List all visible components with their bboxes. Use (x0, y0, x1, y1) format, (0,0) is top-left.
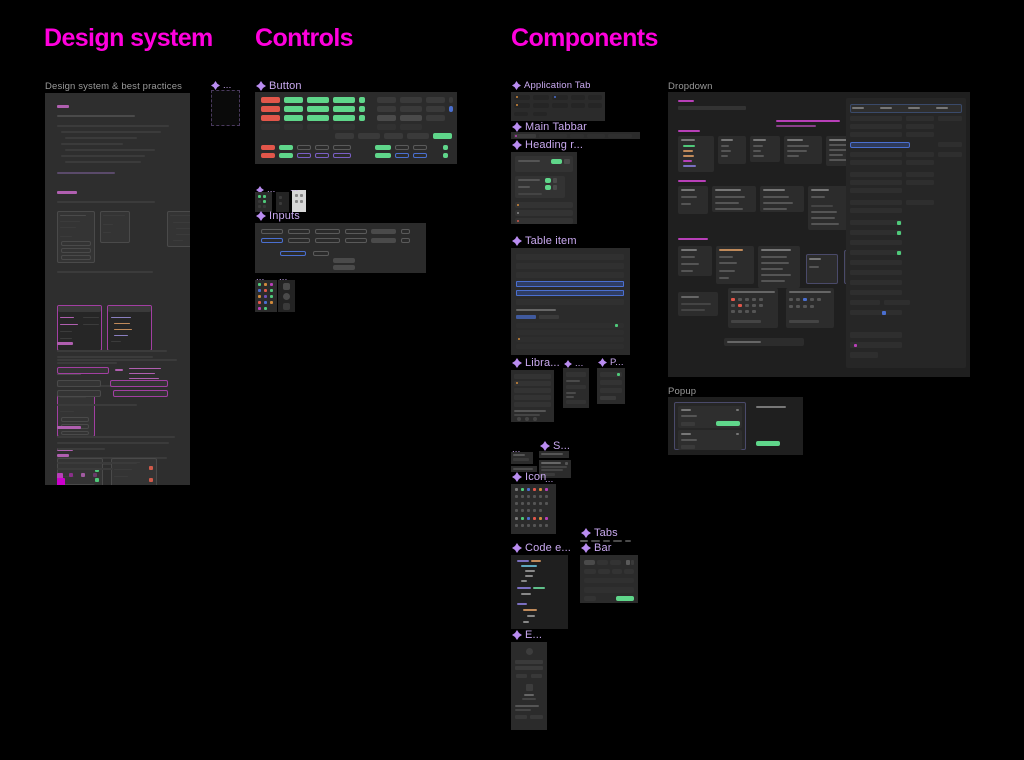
component-label-text: ... (256, 272, 265, 283)
component-label-code-editor[interactable]: Code e... (512, 542, 571, 554)
component-label-text: Inputs (269, 210, 300, 222)
component-label-text: Code e... (525, 542, 571, 554)
component-frame-color-grid[interactable] (255, 280, 277, 312)
component-label-controls-a[interactable]: ... (256, 184, 275, 195)
component-frame-inputs[interactable] (255, 223, 426, 273)
component-label-bar[interactable]: Bar (581, 542, 612, 554)
component-label-text: ... (575, 358, 584, 369)
design-system-document[interactable] (45, 93, 190, 485)
component-frame-empty[interactable] (211, 90, 240, 126)
component-label-text: Application Tab (524, 80, 591, 91)
component-frame-mini-a[interactable] (511, 452, 533, 464)
component-label-text: E... (525, 629, 543, 641)
component-label-text: Main Tabbar (525, 121, 587, 133)
component-frame-controls-b[interactable] (276, 192, 289, 212)
component-label-components-h[interactable]: ... (512, 444, 520, 455)
component-frame-main-tabbar[interactable] (511, 132, 640, 139)
component-diamond-icon (512, 630, 522, 640)
component-frame-controls-a[interactable] (255, 192, 272, 212)
component-diamond-icon (256, 211, 266, 221)
component-diamond-icon (512, 472, 522, 482)
component-label-heading-row[interactable]: Heading r... (512, 139, 583, 151)
design-system-document-lower (45, 330, 190, 485)
component-label-text: Libra... (525, 357, 560, 369)
component-frame-library[interactable] (511, 370, 554, 422)
component-diamond-icon (512, 140, 522, 150)
component-label-text: Button (269, 80, 302, 92)
component-frame-tabs[interactable] (580, 539, 638, 544)
component-diamond-icon (512, 236, 522, 246)
component-label-main-tabbar[interactable]: Main Tabbar (512, 121, 587, 133)
section-title-controls: Controls (255, 24, 354, 52)
component-label-application-tab[interactable]: Application Tab (512, 80, 591, 91)
component-frame-dropdown[interactable] (668, 92, 970, 377)
component-label-text: Tabs (594, 527, 618, 539)
component-diamond-icon (256, 81, 266, 91)
component-diamond-icon (211, 81, 220, 90)
component-label-tabs[interactable]: Tabs (581, 527, 618, 539)
component-frame-popup-small[interactable] (597, 368, 625, 404)
component-label-text: ... (290, 183, 299, 194)
component-diamond-icon (581, 528, 591, 538)
component-frame-components-f[interactable] (563, 368, 589, 408)
component-label-design-system-empty[interactable]: ... (211, 80, 231, 91)
component-label-text: P... (610, 357, 624, 368)
component-frame-bar[interactable] (580, 555, 638, 603)
frame-label-dropdown[interactable]: Dropdown (668, 81, 713, 92)
component-frame-mini-b[interactable] (511, 466, 537, 472)
component-frame-empty-state[interactable] (511, 642, 547, 730)
component-frame-heading-row[interactable] (511, 152, 577, 224)
component-label-text: ... (512, 444, 521, 455)
component-label-empty-state[interactable]: E... (512, 629, 542, 641)
frame-label-design-system-doc[interactable]: Design system & best practices (45, 81, 183, 92)
frame-label-popup[interactable]: Popup (668, 386, 697, 397)
component-label-components-f[interactable]: ... (564, 358, 583, 369)
component-label-text: Table item (525, 235, 577, 247)
component-label-text: ... (267, 184, 276, 195)
component-frame-controls-c[interactable] (292, 190, 306, 212)
component-diamond-icon (581, 543, 591, 553)
component-frame-snackbar[interactable] (539, 460, 571, 478)
component-frame-table-item[interactable] (511, 248, 630, 355)
component-label-controls-c[interactable]: ... (290, 183, 298, 194)
component-label-text: S... (553, 440, 571, 452)
component-label-controls-d[interactable]: ... (256, 272, 264, 283)
component-label-table-item[interactable]: Table item (512, 235, 577, 247)
component-frame-button[interactable] (255, 92, 457, 164)
component-label-text: Bar (594, 542, 612, 554)
component-label-text: Icon (525, 471, 547, 483)
component-label-text: ... (223, 80, 232, 91)
component-diamond-icon (512, 122, 522, 132)
component-label-text: ... (545, 474, 554, 485)
component-frame-popup[interactable] (668, 397, 803, 455)
component-label-snackbar[interactable]: S... (540, 440, 570, 452)
component-label-text: ... (279, 272, 288, 283)
component-diamond-icon (598, 358, 607, 367)
component-frame-avatars[interactable] (278, 280, 295, 312)
component-label-icon[interactable]: Icon (512, 471, 546, 483)
component-diamond-icon (512, 543, 522, 553)
section-title-components: Components (511, 24, 658, 52)
component-frame-snackbar-top[interactable] (539, 451, 569, 458)
component-diamond-icon (256, 185, 264, 194)
component-diamond-icon (512, 81, 521, 90)
section-title-design-system: Design system (44, 24, 213, 52)
component-diamond-icon (512, 358, 522, 368)
component-label-inputs[interactable]: Inputs (256, 210, 300, 222)
component-label-library[interactable]: Libra... (512, 357, 560, 369)
component-label-controls-e[interactable]: ... (279, 272, 287, 283)
component-frame-icon-grid[interactable] (511, 484, 556, 534)
component-label-button[interactable]: Button (256, 80, 302, 92)
component-label-text: Heading r... (525, 139, 584, 151)
component-frame-code-editor[interactable] (511, 555, 568, 629)
component-label-icon-extra[interactable]: ... (545, 474, 553, 485)
component-label-popup-small[interactable]: P... (598, 357, 624, 368)
component-frame-application-tab[interactable] (511, 92, 605, 121)
component-diamond-icon (540, 441, 550, 451)
component-diamond-icon (564, 359, 572, 368)
design-system-color-swatches (45, 452, 190, 485)
